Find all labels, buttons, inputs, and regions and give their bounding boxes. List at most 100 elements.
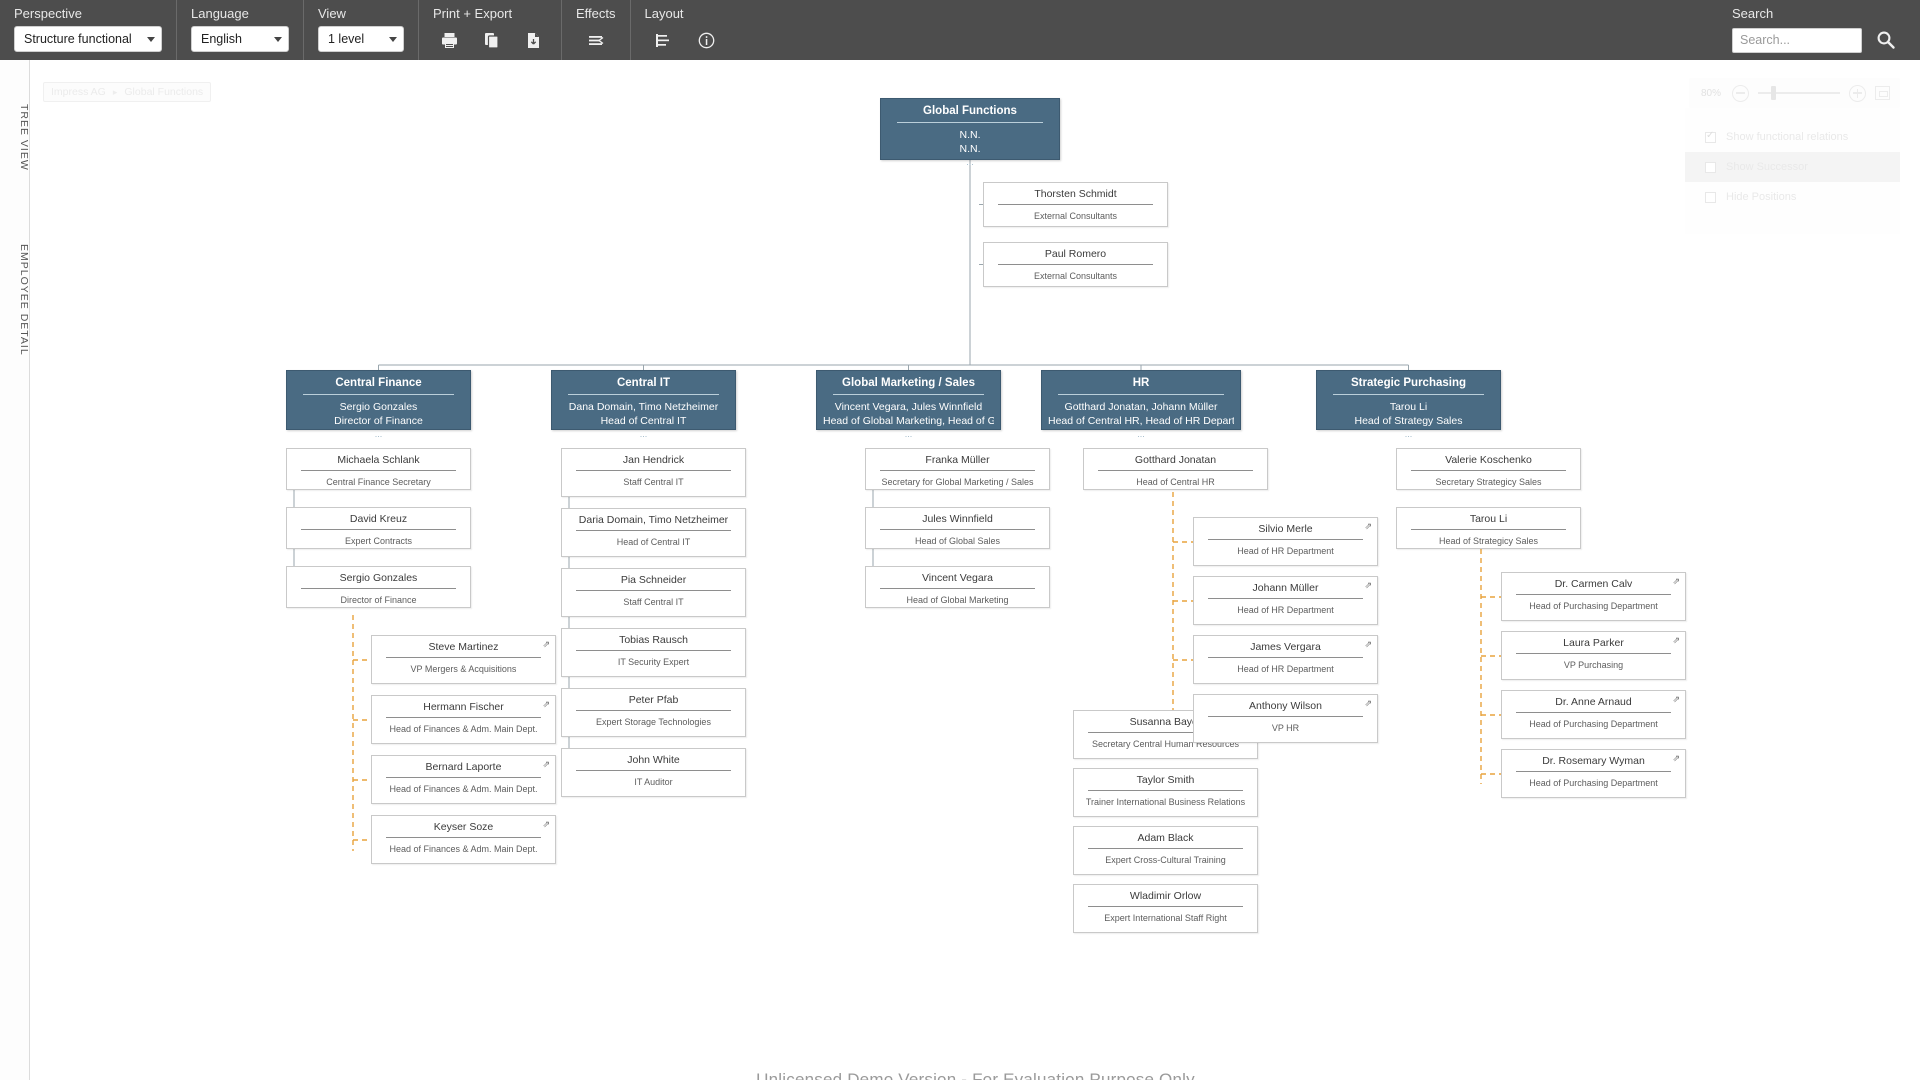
zoom-slider-knob[interactable]	[1771, 86, 1776, 100]
expand-dots[interactable]: ...	[374, 429, 383, 439]
view-level-select[interactable]: 1 level	[318, 26, 404, 52]
rail-tab-employee-detail[interactable]: EMPLOYEE DETAIL	[18, 244, 30, 356]
jump-link-icon[interactable]: ⇗	[542, 639, 550, 649]
info-icon[interactable]	[693, 26, 721, 54]
person-role: Head of HR Department	[1237, 546, 1334, 556]
chart-canvas[interactable]: Impress AG ▸ Global Functions 80% Show f…	[31, 60, 1920, 1080]
person-role: Head of Finances & Adm. Main Dept.	[389, 844, 538, 854]
breadcrumb-current[interactable]: Global Functions	[124, 86, 204, 98]
export-file-icon[interactable]	[519, 26, 547, 54]
fit-to-screen-icon[interactable]	[1875, 86, 1890, 100]
jump-link-icon[interactable]: ⇗	[1364, 639, 1372, 649]
option-hide-positions[interactable]: Hide Positions	[1685, 182, 1900, 212]
jump-link-icon[interactable]: ⇗	[1364, 521, 1372, 531]
option-label: Show Successor	[1726, 161, 1808, 173]
jump-link-icon[interactable]: ⇗	[1672, 753, 1680, 763]
breadcrumb-root[interactable]: Impress AG	[51, 86, 106, 98]
expand-dots[interactable]: ...	[904, 429, 913, 439]
checkbox-icon[interactable]	[1705, 130, 1716, 143]
jump-link-icon[interactable]: ⇗	[1672, 576, 1680, 586]
person-role: IT Auditor	[634, 777, 673, 787]
divider	[1333, 394, 1484, 395]
zoom-in-icon[interactable]	[1849, 84, 1866, 102]
person-role: Head of Central IT	[616, 537, 691, 547]
person-name: Adam Black	[1137, 832, 1194, 844]
toolbar-group-effects: Effects	[562, 0, 631, 60]
expand-dots[interactable]: ...	[1137, 429, 1145, 439]
jump-link-icon[interactable]: ⇗	[1672, 694, 1680, 704]
person-name: Michaela Schlank	[337, 454, 420, 466]
person-name: Jules Winnfield	[922, 513, 993, 525]
search-icon[interactable]	[1872, 26, 1900, 54]
layout-tree-icon[interactable]	[649, 26, 677, 54]
expand-dots[interactable]: ...	[1404, 429, 1413, 439]
zoom-out-icon[interactable]	[1732, 84, 1749, 102]
chevron-down-icon	[274, 36, 282, 42]
search-input[interactable]	[1732, 27, 1862, 53]
jump-link-icon[interactable]: ⇗	[1672, 635, 1680, 645]
divider	[303, 394, 454, 395]
jump-link-icon[interactable]: ⇗	[542, 819, 550, 829]
checkbox-icon[interactable]	[1705, 191, 1716, 203]
department-line: Vincent Vegara, Jules Winnfield	[834, 401, 983, 413]
jump-link-icon[interactable]: ⇗	[542, 759, 550, 769]
person-name: Valerie Koschenko	[1445, 454, 1532, 466]
option-show-successor[interactable]: Show Successor	[1685, 152, 1900, 182]
person-name: Bernard Laporte	[425, 761, 502, 773]
language-select[interactable]: English	[191, 26, 289, 52]
divider	[1208, 716, 1363, 717]
printer-icon[interactable]	[435, 26, 463, 54]
checkbox-icon[interactable]	[1705, 161, 1716, 173]
jump-link-icon[interactable]: ⇗	[1364, 580, 1372, 590]
zoom-slider[interactable]	[1758, 86, 1840, 100]
jump-link-icon[interactable]: ⇗	[542, 699, 550, 709]
rail-tab-tree-view[interactable]: TREE VIEW	[18, 103, 30, 171]
effects-icon[interactable]	[582, 26, 610, 54]
divider	[576, 470, 731, 471]
copy-icon[interactable]	[477, 26, 505, 54]
option-show-functional-relations[interactable]: Show functional relations	[1685, 122, 1900, 152]
jump-link-icon[interactable]: ⇗	[1364, 698, 1372, 708]
expand-dots[interactable]: ...	[639, 429, 648, 439]
expand-dots[interactable]: ...	[966, 157, 974, 167]
perspective-select[interactable]: Structure functional	[14, 26, 162, 52]
